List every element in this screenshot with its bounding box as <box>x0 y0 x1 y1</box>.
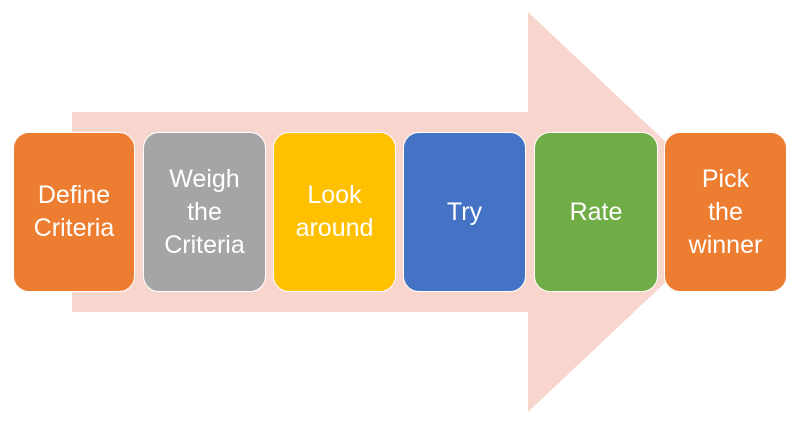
step-label: Try <box>446 197 483 226</box>
step-label: Weigh the Criteria <box>164 164 245 259</box>
step-pick-the-winner: Pick the winner <box>664 132 787 292</box>
step-label: Define Criteria <box>33 181 115 242</box>
step-label: Pick the winner <box>688 164 763 259</box>
step-weigh-the-criteria: Weigh the Criteria <box>143 132 266 292</box>
step-look-around: Look around <box>273 132 396 292</box>
step-try: Try <box>403 132 526 292</box>
step-define-criteria: Define Criteria <box>13 132 135 292</box>
step-label: Rate <box>569 197 623 226</box>
step-label: Look around <box>295 181 374 242</box>
step-rate: Rate <box>534 132 658 292</box>
